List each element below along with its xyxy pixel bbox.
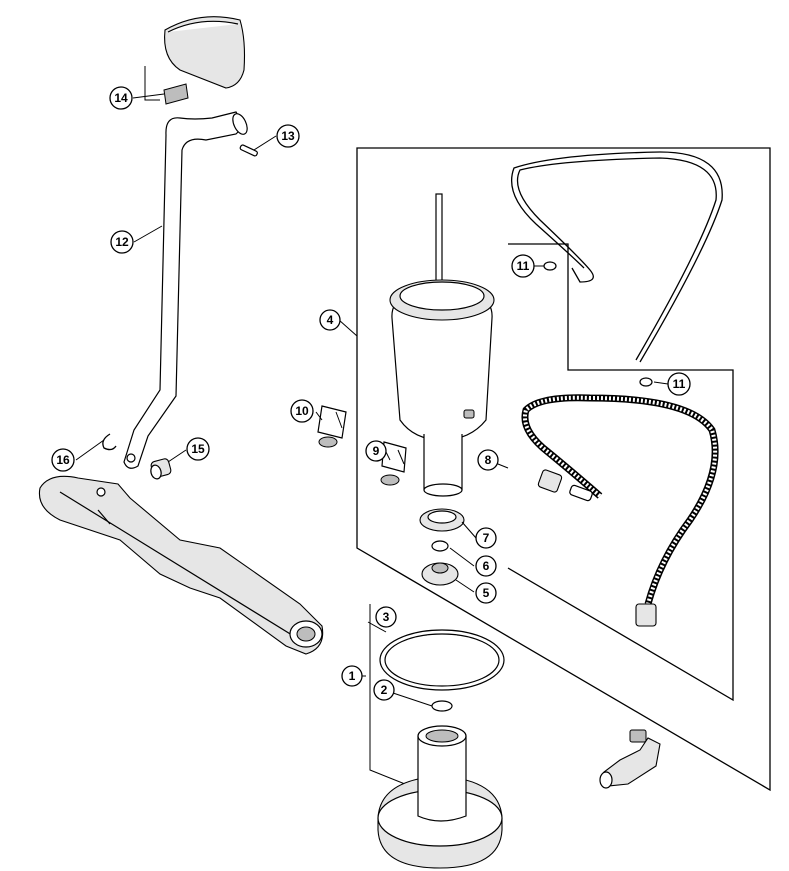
callout-1: 1 xyxy=(341,665,363,687)
svg-text:15: 15 xyxy=(191,442,205,456)
svg-text:7: 7 xyxy=(483,531,490,545)
svg-text:9: 9 xyxy=(373,444,380,458)
svg-text:5: 5 xyxy=(483,586,490,600)
callout-6: 6 xyxy=(475,555,497,577)
loop-hose-part xyxy=(510,151,723,363)
svg-text:8: 8 xyxy=(485,453,492,467)
callout-15: 15 xyxy=(186,437,210,461)
flexible-hose-part xyxy=(521,394,719,627)
gasket-ring-part xyxy=(419,508,465,532)
callout-11-upper: 11 xyxy=(511,254,535,278)
callout-10: 10 xyxy=(290,399,314,423)
svg-text:13: 13 xyxy=(281,129,295,143)
carriage-body-part xyxy=(38,475,324,655)
hose-clamp-lower-part xyxy=(639,377,653,387)
callout-3: 3 xyxy=(375,606,397,628)
handle-cap-part xyxy=(163,16,246,105)
tank-part xyxy=(389,193,495,497)
base-part xyxy=(377,725,503,869)
svg-text:2: 2 xyxy=(381,683,388,697)
clip-part xyxy=(102,433,117,451)
callout-2: 2 xyxy=(373,679,395,701)
hose-clamp-upper-part xyxy=(543,261,557,271)
svg-text:1: 1 xyxy=(349,669,356,683)
callout-8: 8 xyxy=(477,449,499,471)
valve-spring-small-part xyxy=(380,441,407,486)
washer-part xyxy=(431,540,449,552)
callout-12: 12 xyxy=(110,230,134,254)
pin-part xyxy=(239,144,258,157)
large-o-ring-part xyxy=(379,629,505,691)
callout-5: 5 xyxy=(475,582,497,604)
callout-16: 16 xyxy=(51,448,75,472)
svg-text:3: 3 xyxy=(383,610,390,624)
handle-tube-part xyxy=(123,111,248,469)
svg-text:16: 16 xyxy=(56,453,70,467)
callout-13: 13 xyxy=(276,124,300,148)
svg-text:6: 6 xyxy=(483,559,490,573)
bushing-part xyxy=(150,458,172,480)
svg-text:11: 11 xyxy=(517,259,530,273)
callout-11-lower: 11 xyxy=(667,372,691,396)
svg-text:12: 12 xyxy=(115,235,129,249)
elbow-fitting-part xyxy=(599,729,661,789)
callout-7: 7 xyxy=(475,527,497,549)
callout-14: 14 xyxy=(109,86,133,110)
svg-text:4: 4 xyxy=(327,313,334,327)
svg-text:11: 11 xyxy=(673,377,686,391)
callout-4: 4 xyxy=(319,309,341,331)
svg-text:14: 14 xyxy=(114,91,128,105)
valve-spring-part xyxy=(317,405,347,448)
callout-9: 9 xyxy=(365,440,387,462)
valve-seat-part xyxy=(421,562,459,586)
svg-text:10: 10 xyxy=(295,404,309,418)
small-seal-part xyxy=(431,700,453,712)
